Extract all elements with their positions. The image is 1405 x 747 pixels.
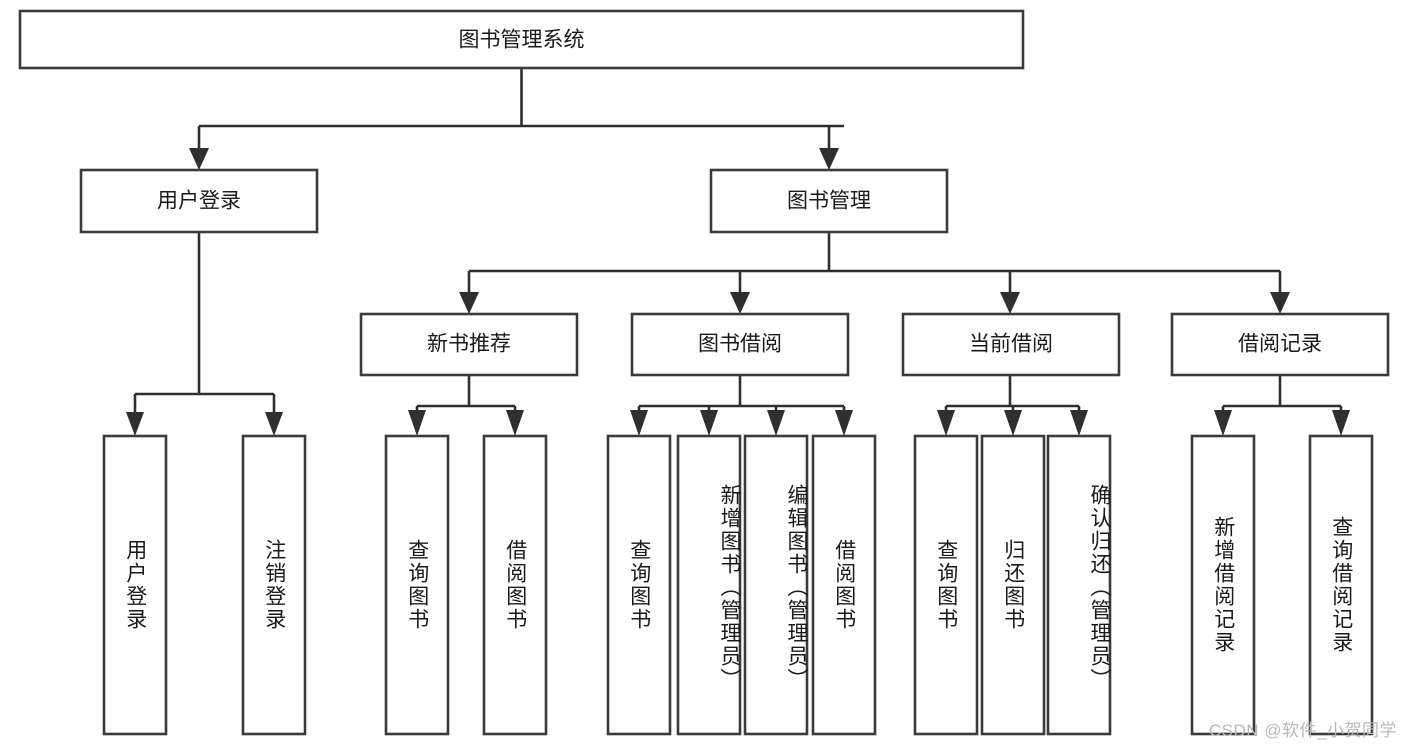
leaf-box-new-book-2[interactable] [482,434,548,736]
leaf-box-current-borrow-3[interactable] [1046,434,1112,736]
node-user-login-label: 用户登录 [157,190,241,213]
leaf-box-book-borrow-4[interactable] [811,434,877,736]
leaf-box-user-login-1[interactable] [102,434,168,736]
leaf-box-new-book-1[interactable] [384,434,450,736]
arrowhead-leaf-user-login-1 [126,412,144,436]
node-book-manage[interactable] [709,168,949,234]
edge-group-book-borrow-leaves [630,375,853,436]
node-book-borrow[interactable] [630,312,850,377]
node-book-borrow-label: 图书借阅 [698,333,782,356]
arrowhead-leaf-borrow-record-2 [1332,410,1350,436]
leaf-box-user-login-2[interactable] [241,434,307,736]
arrowhead-leaf-current-borrow-2 [1004,410,1022,436]
leaf-box-book-borrow-1[interactable] [606,434,672,736]
leaf-box-borrow-record-2[interactable] [1308,434,1374,736]
node-root[interactable] [18,9,1025,70]
leaf-box-book-borrow-2[interactable] [676,434,742,736]
node-borrow-record[interactable] [1170,312,1390,377]
arrowhead-book-manage [819,148,839,170]
arrowhead-borrow-record [1270,292,1290,314]
node-current-borrow-label: 当前借阅 [969,333,1053,356]
leaf-box-book-borrow-3[interactable] [743,434,809,736]
edge-group-root-to-level2 [189,68,844,170]
leaf-box-current-borrow-2[interactable] [980,434,1046,736]
arrowhead-book-borrow [730,292,750,314]
arrowhead-leaf-new-book-1 [408,410,426,436]
node-new-book-recommend[interactable] [359,312,579,377]
arrowhead-leaf-book-borrow-3 [767,410,785,436]
arrowhead-leaf-user-login-2 [265,412,283,436]
node-current-borrow[interactable] [901,312,1121,377]
node-user-login[interactable] [79,168,319,234]
csdn-watermark: CSDN @软件_小贺同学 [1208,721,1397,740]
edge-group-user-login-leaves [126,232,283,436]
arrowhead-leaf-new-book-2 [506,410,524,436]
edge-group-new-book-leaves [408,375,524,436]
node-new-book-recommend-label: 新书推荐 [427,333,511,356]
edge-group-current-borrow-leaves [937,375,1088,436]
arrowhead-current-borrow [1000,292,1020,314]
arrowhead-leaf-current-borrow-1 [937,410,955,436]
node-root-label: 图书管理系统 [459,29,585,52]
node-borrow-record-label: 借阅记录 [1238,333,1322,356]
arrowhead-new-book [459,292,479,314]
leaf-box-borrow-record-1[interactable] [1190,434,1256,736]
arrowhead-leaf-book-borrow-1 [630,410,648,436]
edge-group-borrow-record-leaves [1214,375,1350,436]
arrowhead-leaf-book-borrow-4 [835,410,853,436]
node-book-manage-label: 图书管理 [787,190,871,213]
arrowhead-leaf-borrow-record-1 [1214,410,1232,436]
leaf-box-current-borrow-1[interactable] [913,434,979,736]
arrowhead-user-login [189,148,209,170]
edge-group-book-manage-to-level3 [459,232,1290,314]
arrowhead-leaf-current-borrow-3 [1070,410,1088,436]
arrowhead-leaf-book-borrow-2 [700,410,718,436]
